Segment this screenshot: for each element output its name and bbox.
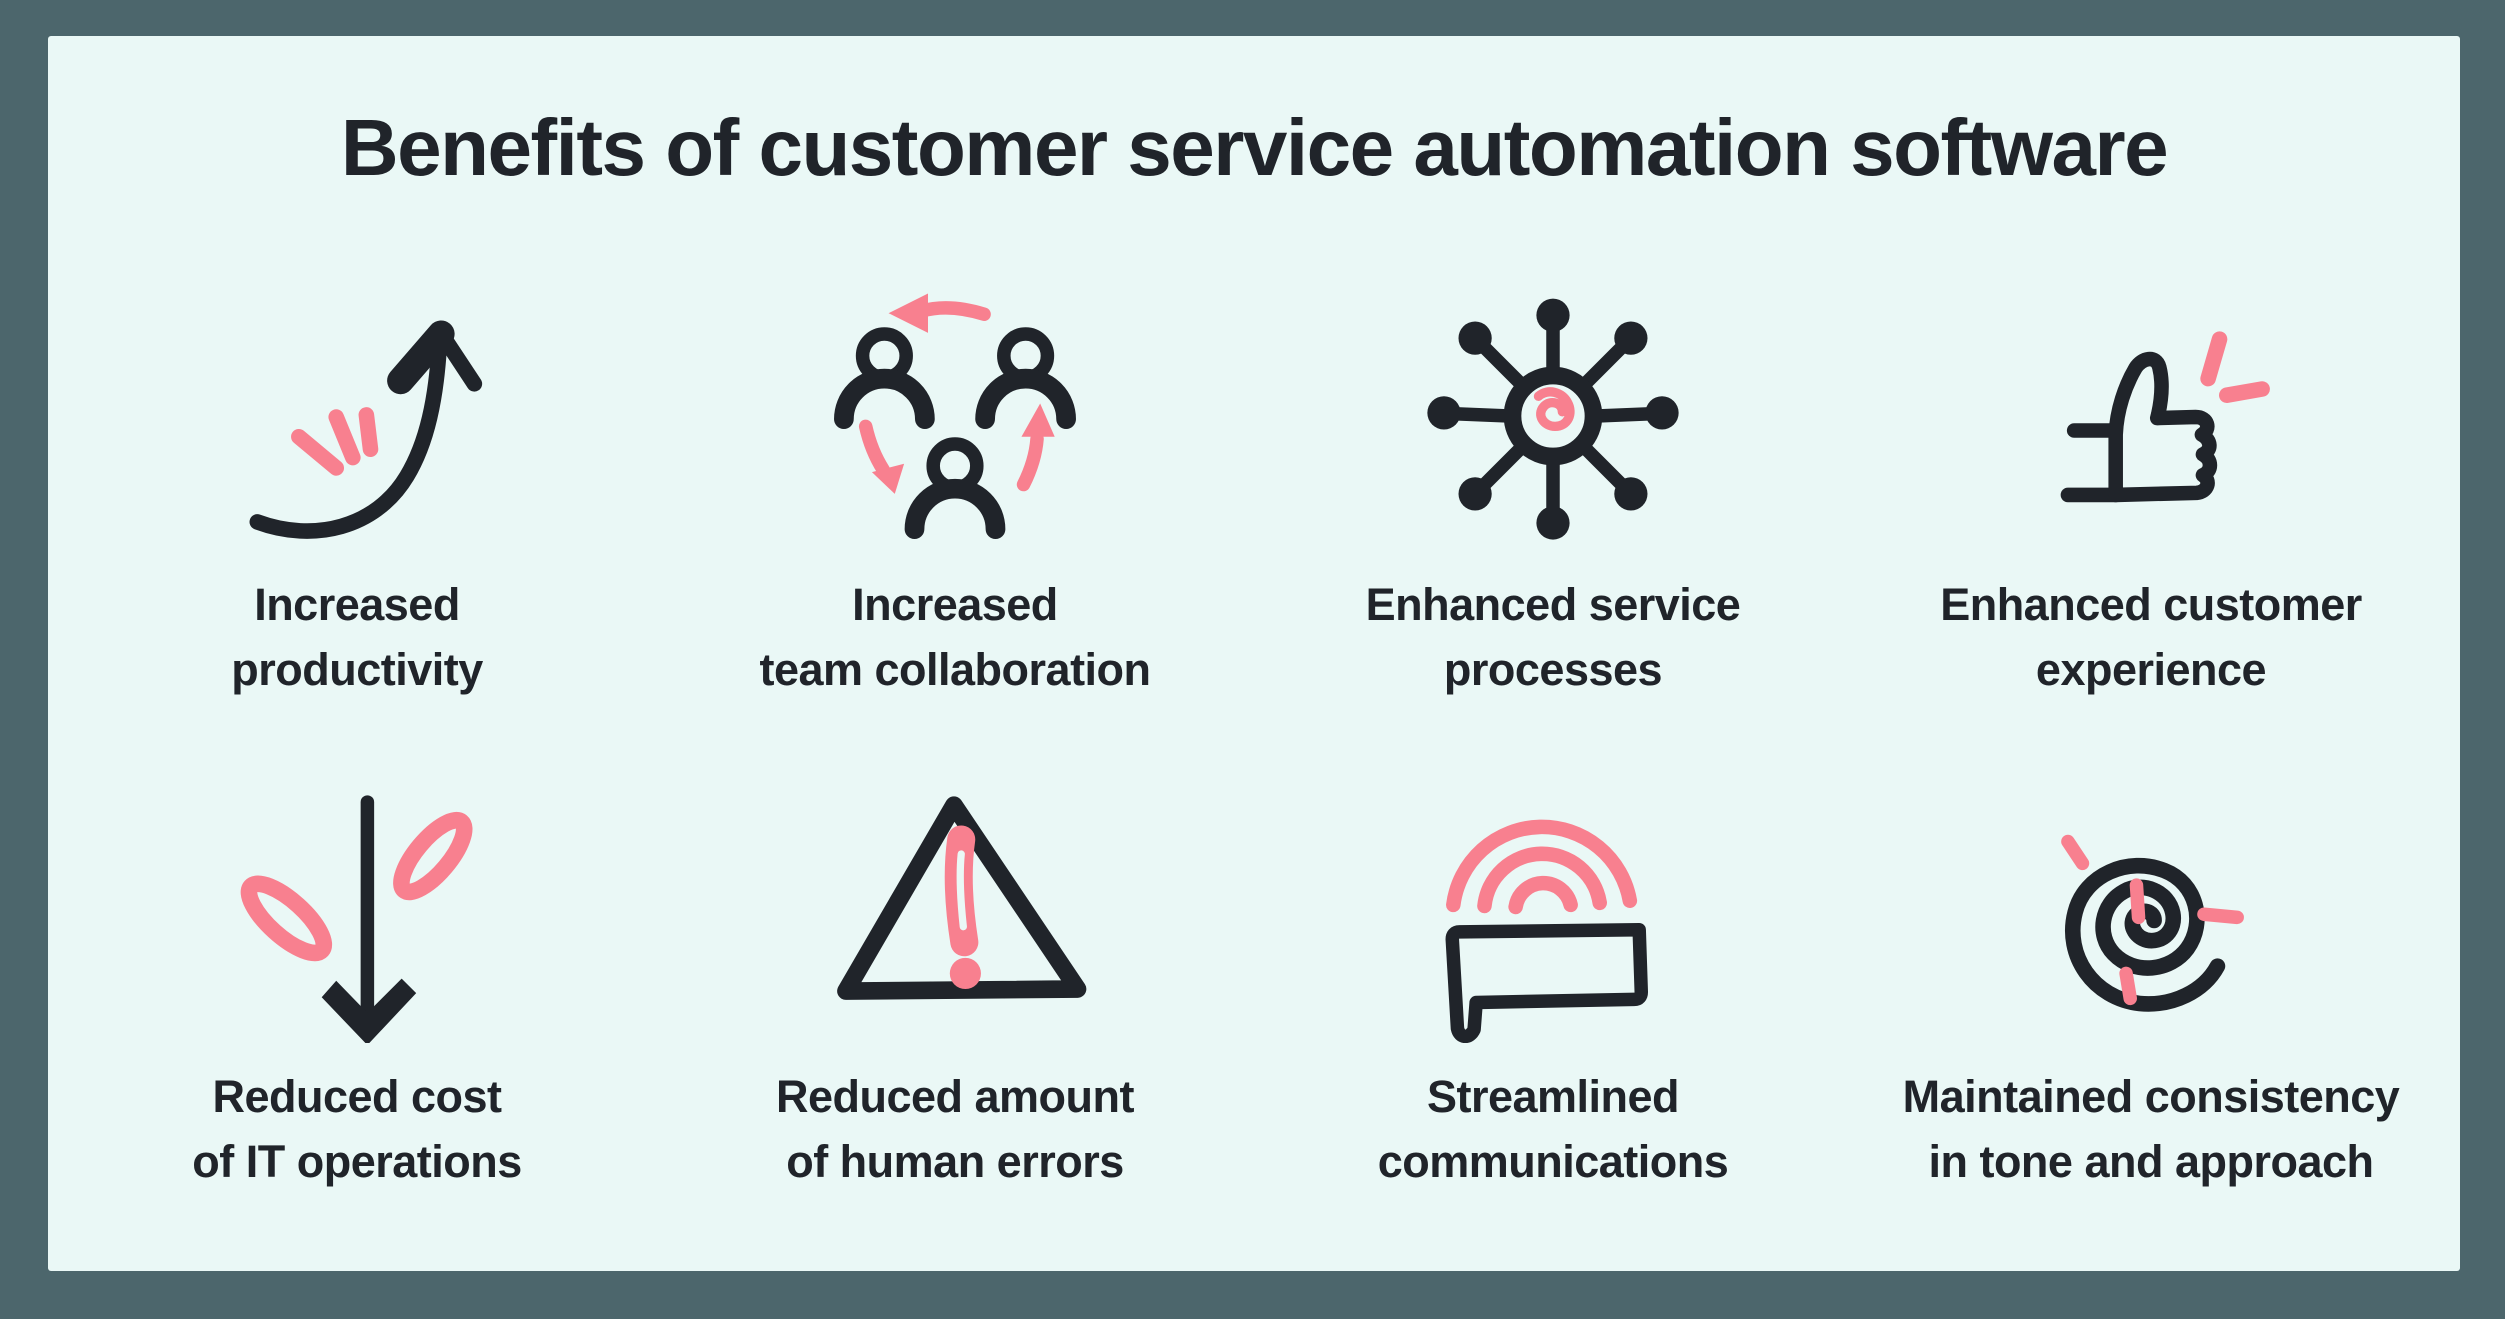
benefit-label: Reduced cost of IT operations <box>192 1071 522 1187</box>
benefit-card-increased-productivity: Increased productivity <box>58 266 656 710</box>
infographic-title: Benefits of customer service automation … <box>340 103 2169 192</box>
benefit-card-streamlined-communications: Streamlined communications <box>1254 758 1852 1202</box>
benefit-card-consistency: Maintained consistency in tone and appro… <box>1852 758 2450 1202</box>
thumbs-up-icon <box>2016 266 2286 566</box>
benefit-card-team-collaboration: Increased team collaboration <box>656 266 1254 710</box>
benefit-card-human-errors: Reduced amount of human errors <box>656 758 1254 1202</box>
benefit-card-reduced-cost: Reduced cost of IT operations <box>58 758 656 1202</box>
benefit-label: Enhanced service processes <box>1365 579 1741 695</box>
benefit-label: Increased team collaboration <box>759 579 1151 695</box>
benefit-card-customer-experience: Enhanced customer experience <box>1852 266 2450 710</box>
benefit-label: Reduced amount of human errors <box>775 1071 1135 1187</box>
benefit-label: Enhanced customer experience <box>1940 579 2362 695</box>
down-arrow-leaves-icon <box>222 758 492 1058</box>
benefit-label: Increased productivity <box>231 579 483 695</box>
benefits-grid: Increased productivity <box>48 266 2460 1202</box>
benefit-label: Maintained consistency in tone and appro… <box>1902 1071 2400 1187</box>
growth-arrow-icon <box>222 266 492 566</box>
team-collaboration-icon <box>820 266 1090 566</box>
benefit-card-service-processes: Enhanced service processes <box>1254 266 1852 710</box>
chat-signal-icon <box>1418 758 1688 1058</box>
benefit-label: Streamlined communications <box>1377 1071 1729 1187</box>
network-hub-icon <box>1418 266 1688 566</box>
warning-triangle-icon <box>820 758 1090 1058</box>
infographic-card: Benefits of customer service automation … <box>48 36 2460 1271</box>
spiral-icon <box>2016 758 2286 1058</box>
